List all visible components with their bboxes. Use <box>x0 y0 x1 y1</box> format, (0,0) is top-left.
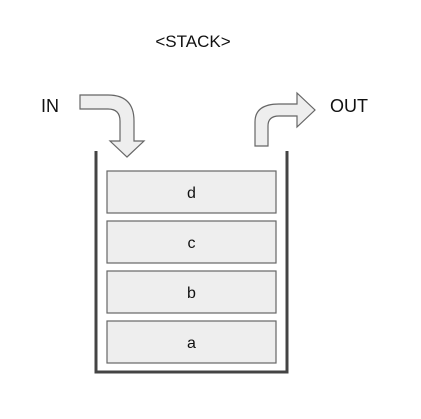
out-arrow-icon <box>254 91 316 147</box>
stack-items: d c b a <box>106 170 277 364</box>
stack-container <box>94 151 289 374</box>
diagram-title: <STACK> <box>155 32 230 51</box>
in-arrow-icon <box>79 94 146 158</box>
out-label: OUT <box>330 96 368 116</box>
stack-item-label: c <box>188 235 196 252</box>
stack-item-c <box>106 220 277 264</box>
stack-item-label: d <box>187 185 196 202</box>
stack-item-d <box>106 170 277 214</box>
stack-item-label: b <box>187 285 196 302</box>
in-label: IN <box>41 96 59 116</box>
stack-item-a <box>106 320 277 364</box>
stack-item-label: a <box>187 335 196 352</box>
stack-item-b <box>106 270 277 314</box>
